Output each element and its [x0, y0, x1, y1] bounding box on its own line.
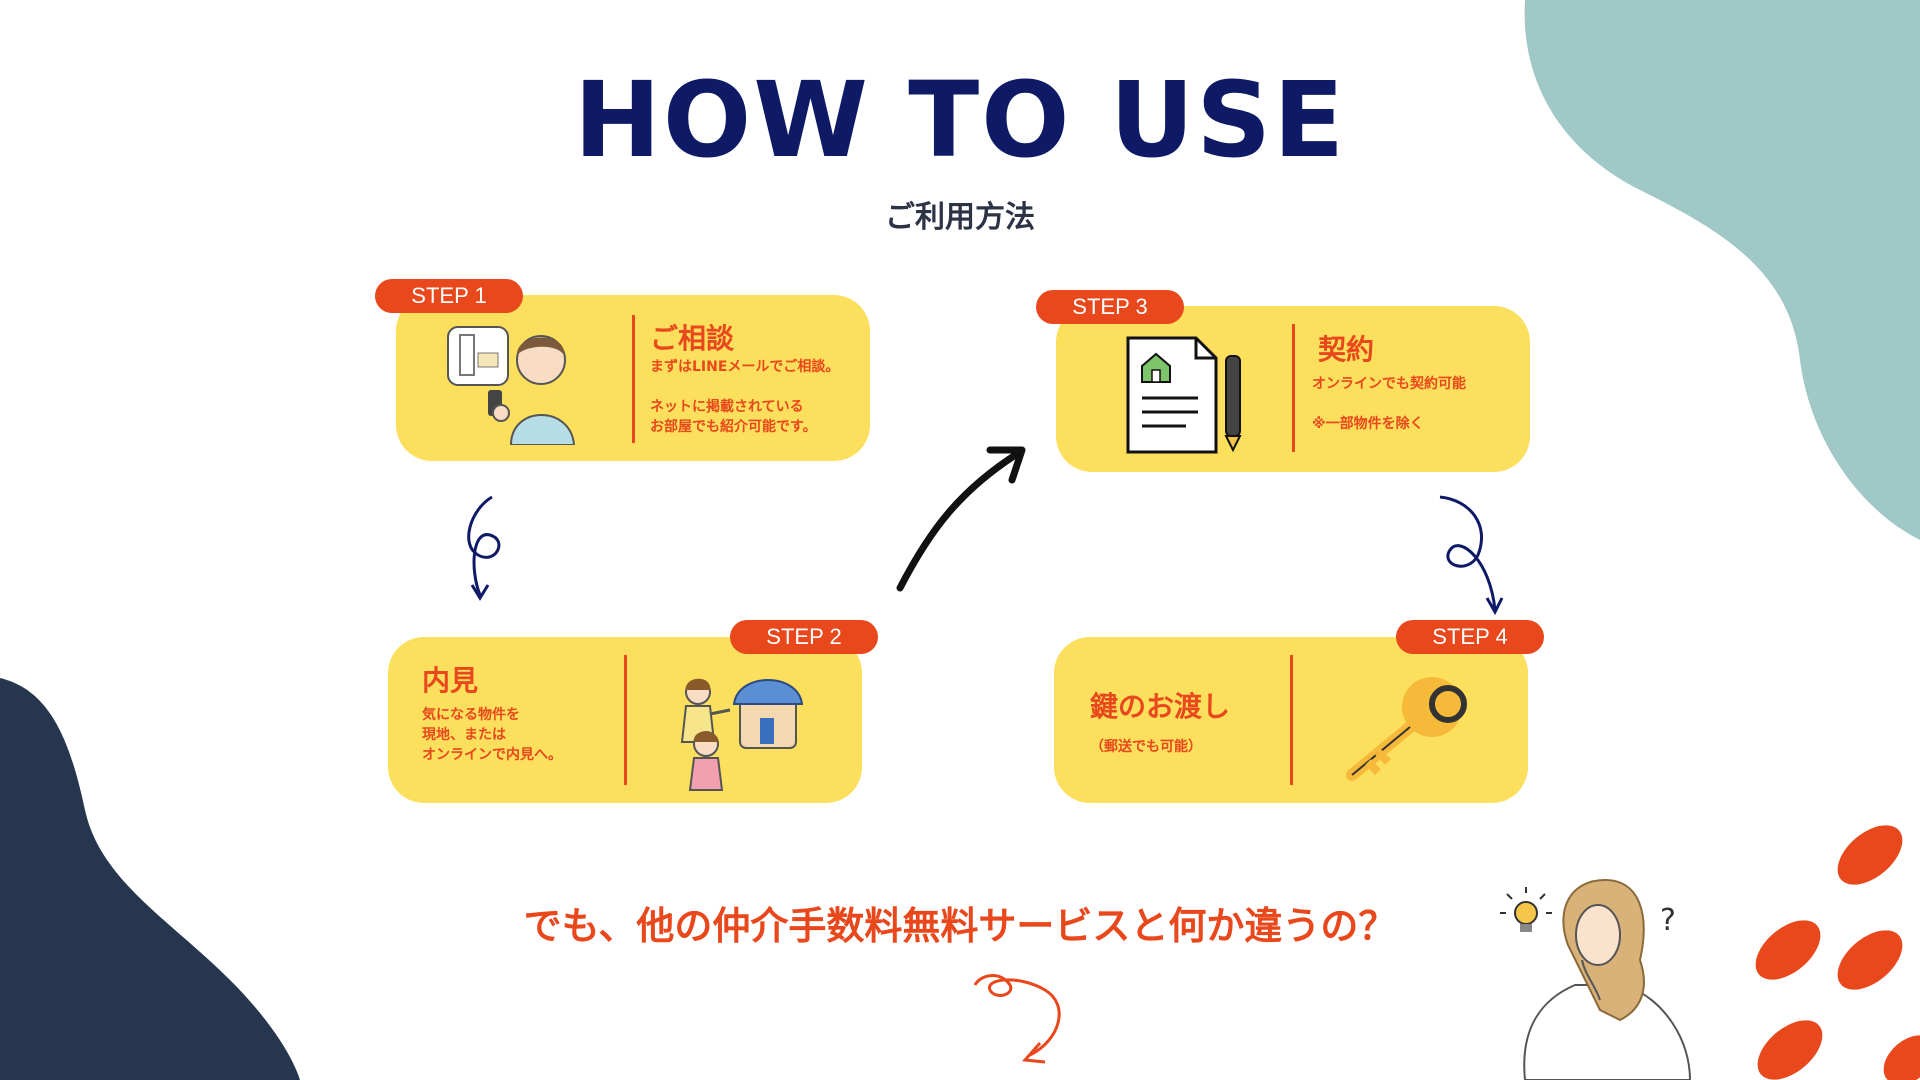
teal-blob [1524, 0, 1920, 540]
step2-card: 内見 気になる物件を 現地、または オンラインで内見へ。 [388, 637, 862, 803]
key-icon [1346, 677, 1467, 781]
arrow-down-decoration [973, 974, 1061, 1057]
arrow-step2-to-step3 [896, 448, 1024, 592]
step1-title: ご相談 [650, 322, 735, 355]
person-phone-icon [447, 326, 576, 445]
step4-badge: STEP 4 [1396, 620, 1544, 654]
step3-badge: STEP 3 [1036, 290, 1184, 324]
step3-text: オンラインでも契約可能 ※一部物件を除く [1312, 376, 1466, 432]
step2-title: 内見 [422, 664, 479, 697]
step3-divider [1292, 324, 1295, 452]
step1-badge: STEP 1 [375, 279, 523, 313]
step4-text: （郵送でも可能） [1090, 739, 1202, 755]
svg-text:?: ? [1660, 903, 1676, 938]
page-subtitle: ご利用方法 [885, 200, 1035, 235]
step2-text: 気になる物件を 現地、または オンラインで内見へ。 [422, 707, 562, 763]
step2-divider [624, 655, 627, 785]
arrow-step3-to-step4 [1439, 495, 1497, 611]
step1-text: まずはLINEメールでご相談。 ネットに掲載されている お部屋でも紹介可能です。 [650, 359, 840, 435]
step4-card: 鍵のお渡し （郵送でも可能） [1054, 637, 1528, 803]
thinking-woman-illustration: ? [1523, 878, 1692, 1080]
navy-blob [0, 678, 300, 1080]
arrow-step1-to-step2 [467, 495, 501, 596]
step1-card: ご相談 まずはLINEメールでご相談。 ネットに掲載されている お部屋でも紹介可… [396, 295, 870, 461]
lightbulb-icon [1500, 887, 1552, 932]
step1-divider [632, 315, 635, 443]
step4-divider [1290, 655, 1293, 785]
step3-card: 契約 オンラインでも契約可能 ※一部物件を除く [1056, 306, 1530, 472]
contract-document-icon [1126, 336, 1242, 454]
step2-badge: STEP 2 [730, 620, 878, 654]
house-visit-icon [680, 678, 804, 791]
step3-title: 契約 [1318, 333, 1375, 366]
bottom-question: でも、他の仲介手数料無料サービスと何か違うの？ [523, 904, 1397, 948]
step4-title: 鍵のお渡し [1090, 690, 1231, 723]
page-title: HOW TO USE [573, 59, 1347, 181]
orange-oval-decorations [1755, 825, 1920, 1080]
